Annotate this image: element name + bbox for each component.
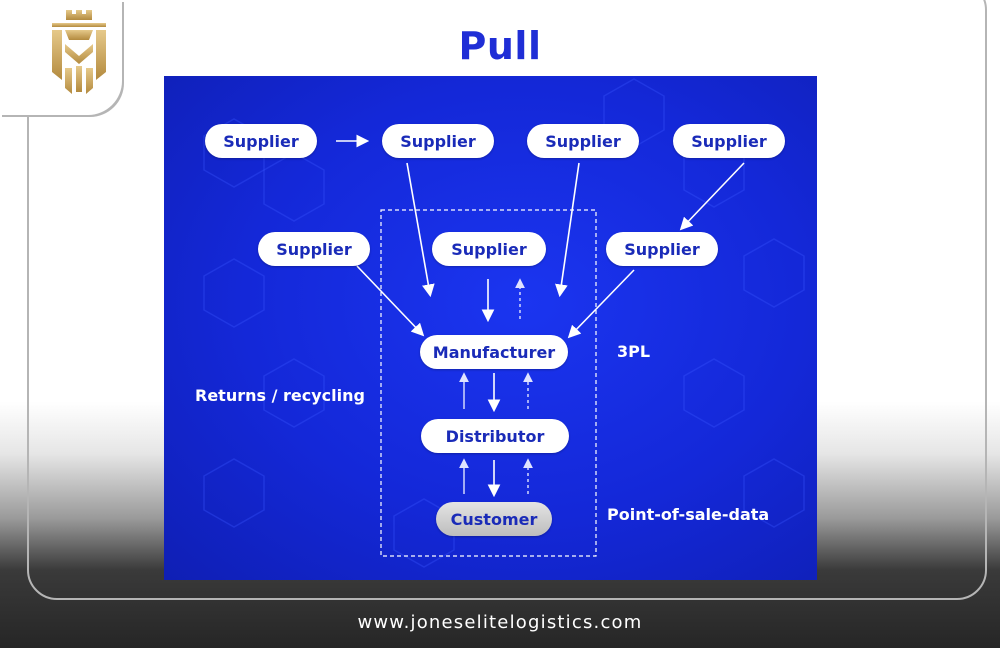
returns-recycling-label: Returns / recycling: [195, 386, 365, 405]
frame-card: [27, 0, 987, 600]
pull-diagram: Supplier Supplier Supplier Supplier Supp…: [164, 76, 817, 580]
supplier-node-2[interactable]: Supplier: [382, 124, 494, 158]
supplier-node-3[interactable]: Supplier: [527, 124, 639, 158]
point-of-sale-data-label: Point-of-sale-data: [607, 505, 770, 524]
supplier-node-6[interactable]: Supplier: [432, 232, 546, 266]
arrow-supplier3-manufacturer: [555, 162, 580, 298]
3pl-boundary-box: [380, 209, 597, 557]
arrow-supplier7-manufacturer: [567, 269, 635, 339]
crown-shield-logo-icon[interactable]: [48, 10, 110, 102]
website-url[interactable]: www.joneselitelogistics.com: [357, 612, 643, 633]
logo-tab: [0, 0, 122, 115]
supplier-node-5[interactable]: Supplier: [258, 232, 370, 266]
supplier-node-4[interactable]: Supplier: [673, 124, 785, 158]
manufacturer-node[interactable]: Manufacturer: [420, 335, 568, 369]
arrow-supplier5-manufacturer: [356, 265, 425, 337]
supplier-node-7[interactable]: Supplier: [606, 232, 718, 266]
distributor-node[interactable]: Distributor: [421, 419, 569, 453]
connector-lines: [336, 134, 745, 557]
page-title: Pull: [458, 24, 542, 68]
3pl-label: 3PL: [617, 342, 651, 361]
customer-node[interactable]: Customer: [436, 502, 552, 536]
arrow-supplier4-supplier7: [679, 162, 745, 231]
arrow-supplier2-manufacturer: [406, 162, 435, 298]
supplier-node-1[interactable]: Supplier: [205, 124, 317, 158]
